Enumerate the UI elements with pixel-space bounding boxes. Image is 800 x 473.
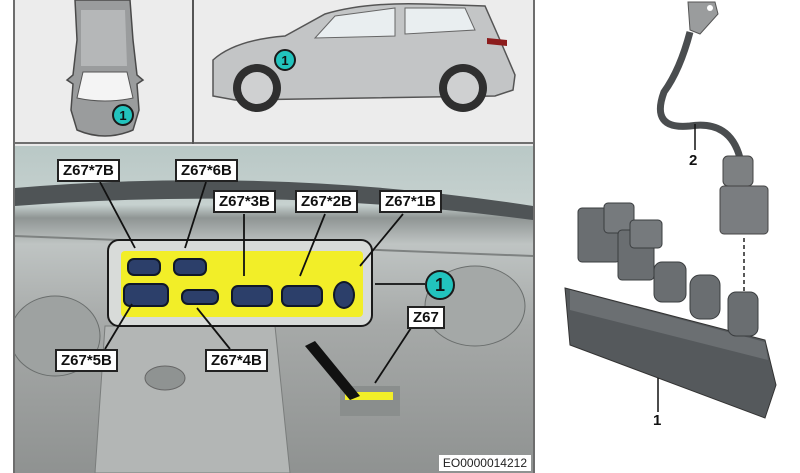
label-z67-7b: Z67*7B [57,159,120,182]
label-z67-4b: Z67*4B [205,349,268,372]
connector-z67-3b [231,285,273,307]
connector-z67-5b [123,283,169,307]
leader-lines [99,181,425,384]
reference-code: EO0000014212 [438,455,531,471]
label-z67-2b: Z67*2B [295,190,358,213]
part-label-1: 1 [653,412,662,429]
parts-illustration [564,1,777,419]
connector-z67-4b [181,289,219,305]
connector-block-inset [107,239,373,327]
part-label-2: 2 [689,152,698,169]
connector-z67-7b [127,258,161,276]
connector-z67-6b [173,258,207,276]
panel-divider [192,0,194,144]
label-z67-1b: Z67*1B [379,190,442,213]
label-z67-3b: Z67*3B [213,190,276,213]
label-z67-5b: Z67*5B [55,349,118,372]
callout-1-engine-bay: 1 [425,270,455,300]
callout-1-side-view: 1 [274,49,296,71]
location-diagram-frame: 1 1 [13,0,535,473]
label-z67: Z67 [407,306,445,329]
callout-1-top-view: 1 [112,104,134,126]
connector-z67-1b [333,281,355,309]
connector-block-highlight [121,251,363,317]
vehicle-views-panel: 1 1 [15,0,533,144]
car-top-view-illustration [65,0,145,137]
engine-bay-view: Z67*7B Z67*6B Z67*3B Z67*2B Z67*1B Z67*5… [15,146,533,473]
connector-z67-2b [281,285,323,307]
label-z67-6b: Z67*6B [175,159,238,182]
car-side-view-illustration [212,2,516,112]
